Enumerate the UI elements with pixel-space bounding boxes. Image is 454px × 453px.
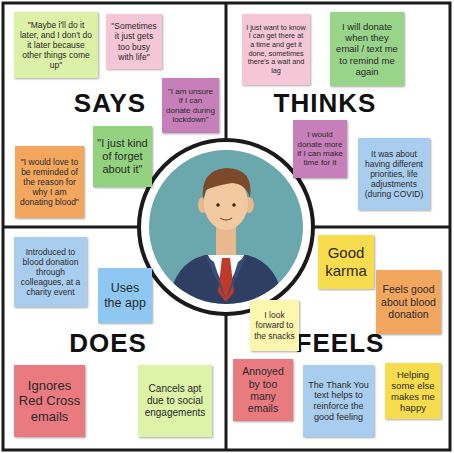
note-text: "I am unsure if I can donate during lock… [166, 87, 215, 125]
sticky-note: Good karma [318, 235, 374, 289]
sticky-note: I will donate when they email / text me … [330, 12, 404, 86]
quadrant-heading: DOES [69, 328, 147, 359]
sticky-note: Annoyed by too many emails [233, 359, 293, 421]
sticky-note: Uses the app [98, 268, 152, 323]
note-text: I just want to know I can get there at a… [246, 24, 306, 75]
hair [203, 168, 251, 200]
sticky-note: Cancels apt due to social engagements [138, 365, 212, 437]
lapel [226, 255, 247, 300]
center-ring [139, 140, 313, 314]
note-text: Helping some else makes me happy [389, 369, 437, 414]
note-text: "I just kind of forget about it" [97, 137, 148, 176]
sticky-note: "I would love to be reminded of the reas… [15, 146, 84, 218]
eye [216, 203, 220, 207]
sticky-note: "Sometimes it just gets too busy with li… [106, 14, 162, 69]
sticky-note: Helping some else makes me happy [385, 363, 441, 419]
quadrant-heading: FEELS [296, 328, 385, 359]
sticky-note: I look forward to the snacks [250, 300, 299, 351]
note-text: I will donate when they email / text me … [334, 21, 400, 77]
note-text: Ignores Red Cross emails [18, 378, 81, 424]
note-text: Cancels apt due to social engagements [142, 383, 208, 418]
note-text: Introduced to blood donation through col… [18, 247, 83, 297]
outer-frame [3, 3, 450, 450]
note-text: The Thank You text helps to reinforce th… [307, 380, 370, 422]
note-text: It was about having different priorities… [362, 149, 426, 199]
note-text: "Sometimes it just gets too busy with li… [110, 21, 158, 61]
note-text: I would donate more if I can make time f… [297, 130, 343, 168]
quadrant: THINKS I just want to know I can get ther… [226, 0, 454, 227]
sticky-note: "I am unsure if I can donate during lock… [162, 78, 219, 133]
sticky-note: Feels good about blood donation [376, 270, 441, 334]
sticky-note: "I just kind of forget about it" [93, 126, 152, 187]
sticky-note: I would donate more if I can make time f… [293, 120, 347, 178]
sticky-note: Ignores Red Cross emails [14, 365, 85, 437]
eye [232, 203, 236, 207]
person-avatar [168, 168, 284, 312]
quadrant-heading: THINKS [274, 88, 377, 119]
note-text: Annoyed by too many emails [237, 365, 289, 415]
sticky-note: Introduced to blood donation through col… [14, 237, 87, 307]
quadrant-heading: SAYS [74, 88, 146, 119]
quadrant: SAYS "Maybe i'll do it later, and I don't… [0, 0, 226, 227]
mouth [220, 218, 232, 220]
sticky-note: I just want to know I can get there at a… [242, 14, 310, 85]
sticky-note: The Thank You text helps to reinforce th… [303, 365, 374, 437]
note-text: Good karma [322, 244, 370, 279]
tie [218, 258, 234, 302]
note-text: Feels good about blood donation [380, 283, 437, 320]
avatar-background [149, 150, 303, 304]
note-text: "I would love to be reminded of the reas… [19, 157, 80, 207]
note-text: I look forward to the snacks [254, 310, 295, 340]
note-text: "Maybe i'll do it later, and I don't do … [18, 20, 94, 70]
quadrant: FEELS Good karmaFeels good about blood do… [226, 227, 454, 453]
note-text: Uses the app [102, 281, 148, 311]
sticky-note: It was about having different priorities… [358, 138, 430, 210]
quadrant: DOES Introduced to blood donation through… [0, 227, 226, 453]
lapel [205, 255, 226, 300]
sticky-note: "Maybe i'll do it later, and I don't do … [14, 12, 98, 78]
